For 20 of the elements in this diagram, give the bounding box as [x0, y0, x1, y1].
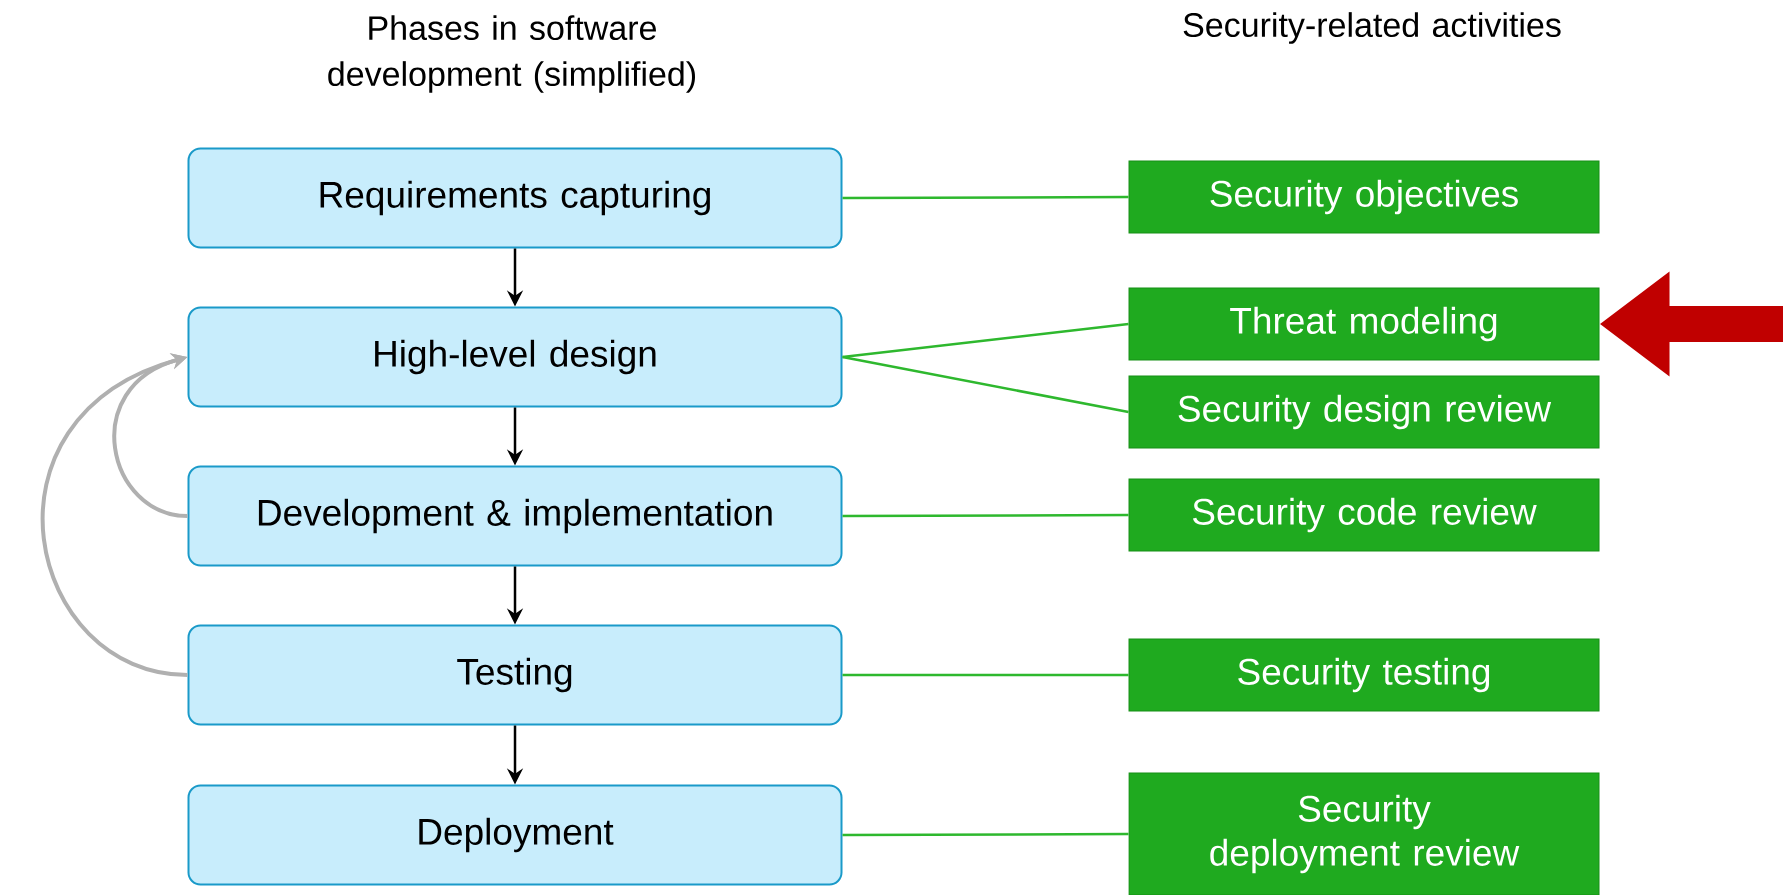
activity-box: Threat modeling [1128, 287, 1600, 361]
phase-box: High-level design [187, 306, 843, 408]
activity-box: Security objectives [1128, 160, 1600, 234]
connector-line [842, 322, 1129, 359]
activity-box: Security code review [1128, 478, 1600, 552]
arrow [41, 353, 188, 677]
phase-box: Deployment [187, 784, 843, 886]
connector-line [842, 513, 1129, 518]
phase-box: Requirements capturing [187, 147, 843, 249]
connector-line [842, 195, 1129, 200]
phase-box: Development & implementation [187, 465, 843, 567]
connector-line [842, 673, 1129, 677]
column-heading: Security-related activities [1183, 12, 1561, 44]
connector-line [842, 355, 1129, 414]
phase-box: Testing [187, 624, 843, 726]
activity-box: Security design review [1128, 375, 1600, 449]
column-heading: Phases in software development (simplified) [328, 15, 695, 93]
activity-box: Security testing [1128, 638, 1600, 712]
connector-line [842, 832, 1129, 837]
activity-box: Security deployment review [1128, 772, 1600, 895]
